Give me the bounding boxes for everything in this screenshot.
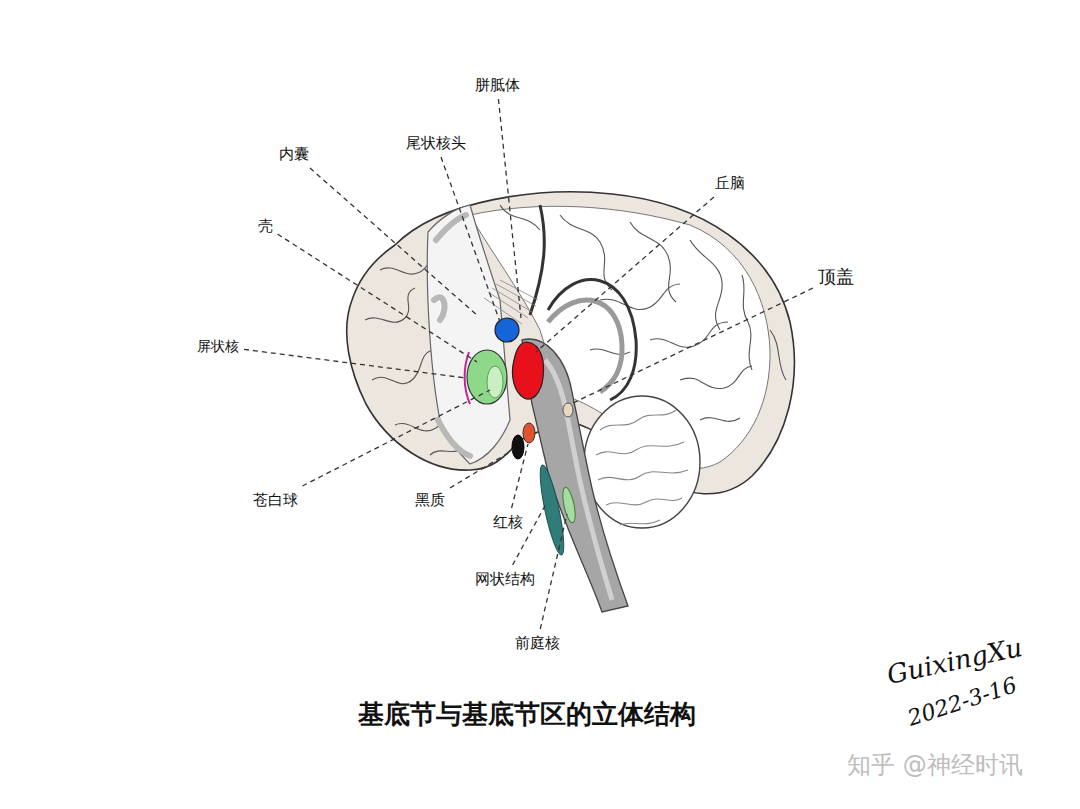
cerebral-aqueduct — [563, 403, 573, 417]
structure-label: 胼胝体 — [475, 76, 520, 94]
structure-label: 网状结构 — [475, 570, 535, 588]
caudate-head — [495, 318, 519, 342]
watermark: 知乎 @神经时讯 — [847, 751, 1023, 780]
structure-label: 前庭核 — [515, 634, 560, 652]
red-nucleus — [523, 423, 535, 443]
thalamus — [512, 342, 543, 399]
structure-label: 苍白球 — [253, 491, 298, 509]
substantia-nigra — [512, 435, 524, 459]
structure-label: 屏状核 — [197, 338, 239, 355]
structure-label: 红核 — [493, 513, 523, 531]
leader-line — [513, 502, 547, 565]
leader-line — [302, 390, 490, 486]
leader-line — [441, 157, 500, 322]
cerebellar-folia — [596, 410, 688, 525]
leader-line — [310, 168, 478, 316]
structure-label: 丘脑 — [715, 174, 745, 192]
structure-label: 顶盖 — [818, 266, 854, 288]
putamen — [467, 350, 507, 404]
leader-line — [278, 234, 478, 362]
leader-line — [450, 450, 513, 488]
internal-capsule-fibres — [484, 280, 538, 324]
claustrum — [465, 352, 470, 404]
globus-pallidus — [487, 366, 503, 398]
structure-label: 黑质 — [415, 491, 445, 509]
leader-line — [540, 514, 567, 629]
diagram-title: 基底节与基底节区的立体结构 — [358, 697, 696, 732]
structure-label: 尾状核头 — [406, 134, 466, 152]
leader-line — [498, 99, 521, 318]
structure-label: 壳 — [258, 217, 273, 235]
reticular-formation — [536, 464, 569, 557]
vestibular-nucleus — [560, 486, 577, 523]
leader-line — [536, 197, 714, 352]
structure-label: 内囊 — [279, 145, 309, 163]
leader-line — [244, 349, 466, 378]
leader-line — [512, 444, 528, 508]
leader-line — [571, 288, 813, 404]
cerebellum — [584, 396, 700, 528]
section-cortex-ribbon — [434, 215, 470, 456]
